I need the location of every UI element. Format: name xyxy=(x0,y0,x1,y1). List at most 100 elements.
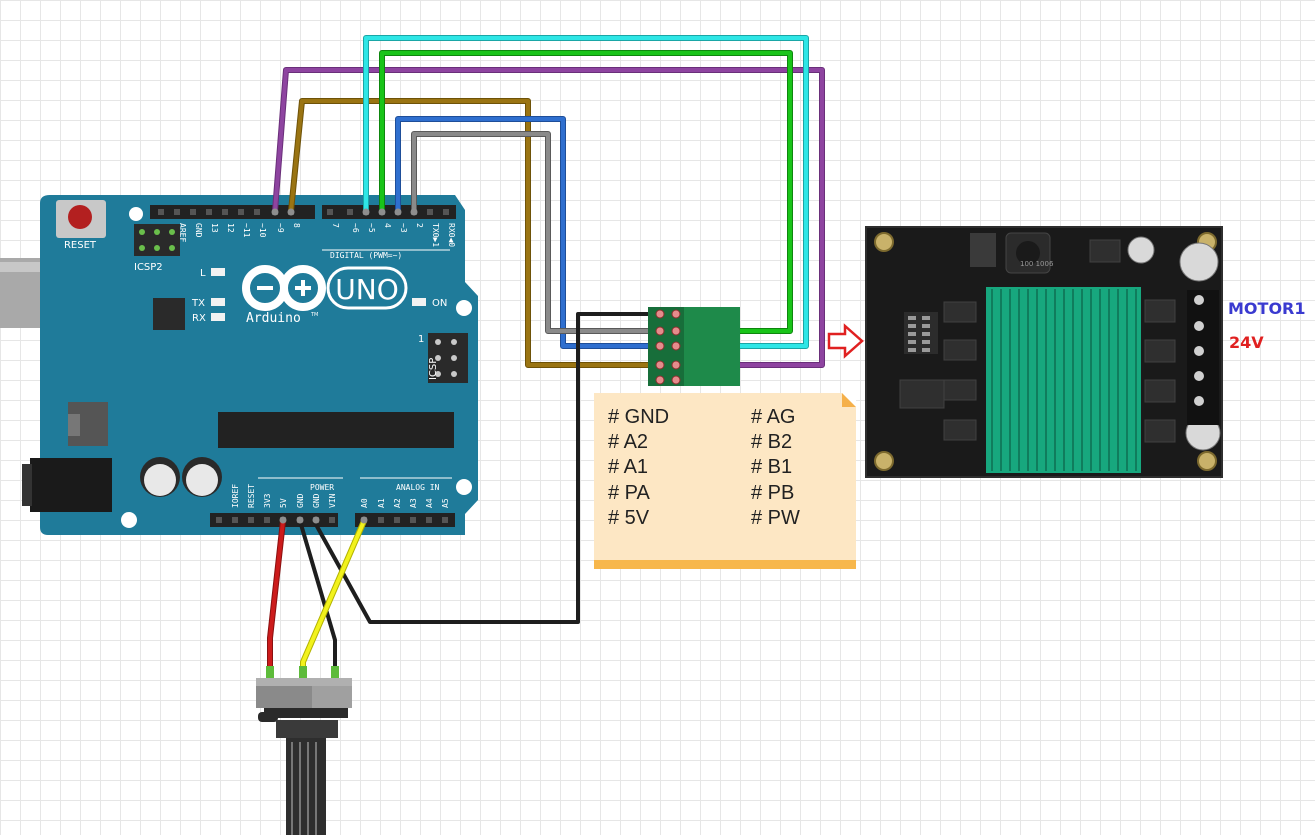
pin-hole xyxy=(427,209,433,215)
pin-hole xyxy=(442,517,448,523)
icsp2-label: ICSP2 xyxy=(134,262,163,273)
pin-hole xyxy=(327,209,333,215)
led-tx xyxy=(211,298,225,306)
pin-hole xyxy=(410,517,416,523)
board-pcb xyxy=(40,195,478,535)
trademark-label: TM xyxy=(310,312,318,318)
on-label: ON xyxy=(432,298,447,309)
note-item: # PA xyxy=(608,481,650,504)
analog-pin-label: A0 xyxy=(360,498,369,508)
digital-pin-label: 7 xyxy=(331,223,340,228)
wire-black xyxy=(312,312,660,624)
wire-purple xyxy=(273,68,824,367)
digital-pin-label: AREF xyxy=(178,223,187,242)
pin-hole xyxy=(254,209,260,215)
digital-pin-label: ~5 xyxy=(367,223,376,233)
analog-pin-label: A3 xyxy=(409,498,418,508)
power-pin-label: 3V3 xyxy=(263,493,272,508)
pin-hole xyxy=(378,517,384,523)
icsp-label: ICSP xyxy=(428,358,439,380)
arduino-logo: UNO Arduino TM xyxy=(242,265,408,326)
pin-hole xyxy=(174,209,180,215)
power-pin-label: VIN xyxy=(328,493,337,508)
pin-hole xyxy=(190,209,196,215)
analog-header xyxy=(355,513,455,527)
power-pin-label: RESET xyxy=(247,484,256,508)
voltage-label: 24V xyxy=(1229,333,1264,352)
note-item: # A2 xyxy=(608,431,649,454)
analog-pin-label: A1 xyxy=(377,498,386,508)
mounting-hole xyxy=(121,512,137,528)
led-l xyxy=(211,268,225,276)
wire-blue xyxy=(396,117,660,348)
pin-hole xyxy=(222,209,228,215)
motor-label: MOTOR1 xyxy=(1228,299,1306,318)
reset-label: RESET xyxy=(64,240,97,251)
header-pin-ends xyxy=(271,208,418,524)
mounting-hole xyxy=(129,207,143,221)
pin-hole xyxy=(329,517,335,523)
power-jack-end xyxy=(22,464,32,506)
led-l-label: L xyxy=(200,268,206,279)
note-item: # 5V xyxy=(608,506,650,529)
regulator-tab xyxy=(68,414,80,436)
note-item: # B1 xyxy=(751,456,793,479)
digital-pin-label: 13 xyxy=(210,223,219,233)
digital-label: DIGITAL (PWM=~) xyxy=(330,251,402,260)
note-item: # PB xyxy=(751,481,795,504)
note-left-column: # GND # A2 # A1 # PA # 5V xyxy=(608,405,669,531)
led-on xyxy=(412,298,426,306)
power-pin-label: IOREF xyxy=(231,484,240,508)
led-rx-label: RX xyxy=(192,313,206,324)
pin-hole xyxy=(238,209,244,215)
pin-hole xyxy=(158,209,164,215)
potentiometer-top xyxy=(256,678,352,686)
pin-hole xyxy=(443,209,449,215)
potentiometer-shaft-base xyxy=(276,720,338,738)
digital-header-right xyxy=(322,205,456,219)
power-header xyxy=(210,513,338,527)
wire-cyan xyxy=(364,36,808,348)
analog-pin-label: A5 xyxy=(441,498,450,508)
wire-gray xyxy=(412,132,660,333)
brand-label: Arduino xyxy=(246,311,301,326)
digital-pin-label: ~9 xyxy=(276,223,285,233)
connector-module xyxy=(648,307,740,386)
uno-label: UNO xyxy=(335,273,398,306)
digital-pin-label: ~10 xyxy=(258,223,267,238)
power-label: POWER xyxy=(310,483,334,492)
note-item: # B2 xyxy=(751,431,793,454)
power-jack xyxy=(30,458,112,512)
pin-mapping-note: # GND # A2 # A1 # PA # 5V # AG # B2 # B1… xyxy=(594,393,856,569)
pin-hole xyxy=(216,517,222,523)
wire-olive xyxy=(289,99,660,367)
pin-hole xyxy=(426,517,432,523)
digital-pin-label: 4 xyxy=(383,223,392,228)
pin-hole xyxy=(248,517,254,523)
digital-pin-label: 2 xyxy=(415,223,424,228)
note-item: # A1 xyxy=(608,456,649,479)
note-item: # GND xyxy=(608,406,670,428)
led-rx xyxy=(211,313,225,321)
pin-hole xyxy=(206,209,212,215)
analog-pin-label: A2 xyxy=(393,498,402,508)
arrow-icon xyxy=(827,323,864,359)
atmega-chip xyxy=(218,412,454,448)
potentiometer-side xyxy=(312,686,352,708)
power-pin-label: GND xyxy=(296,493,305,508)
digital-pin-label: RX0◀0 xyxy=(447,223,456,247)
icsp-pin1-label: 1 xyxy=(418,334,424,345)
note-item: # PW xyxy=(751,506,800,529)
potentiometer xyxy=(256,666,352,835)
digital-pin-label: 12 xyxy=(226,223,235,233)
capacitor xyxy=(140,457,180,497)
inductor-text: 100 1006 xyxy=(1020,260,1054,268)
wire-green xyxy=(380,51,792,333)
digital-pin-label: ~6 xyxy=(351,223,360,233)
pin-hole xyxy=(394,517,400,523)
mounting-hole xyxy=(456,479,472,495)
power-pin-label: GND xyxy=(312,493,321,508)
wire-black xyxy=(298,520,337,670)
small-chip xyxy=(153,298,185,330)
icsp-header xyxy=(428,333,468,383)
